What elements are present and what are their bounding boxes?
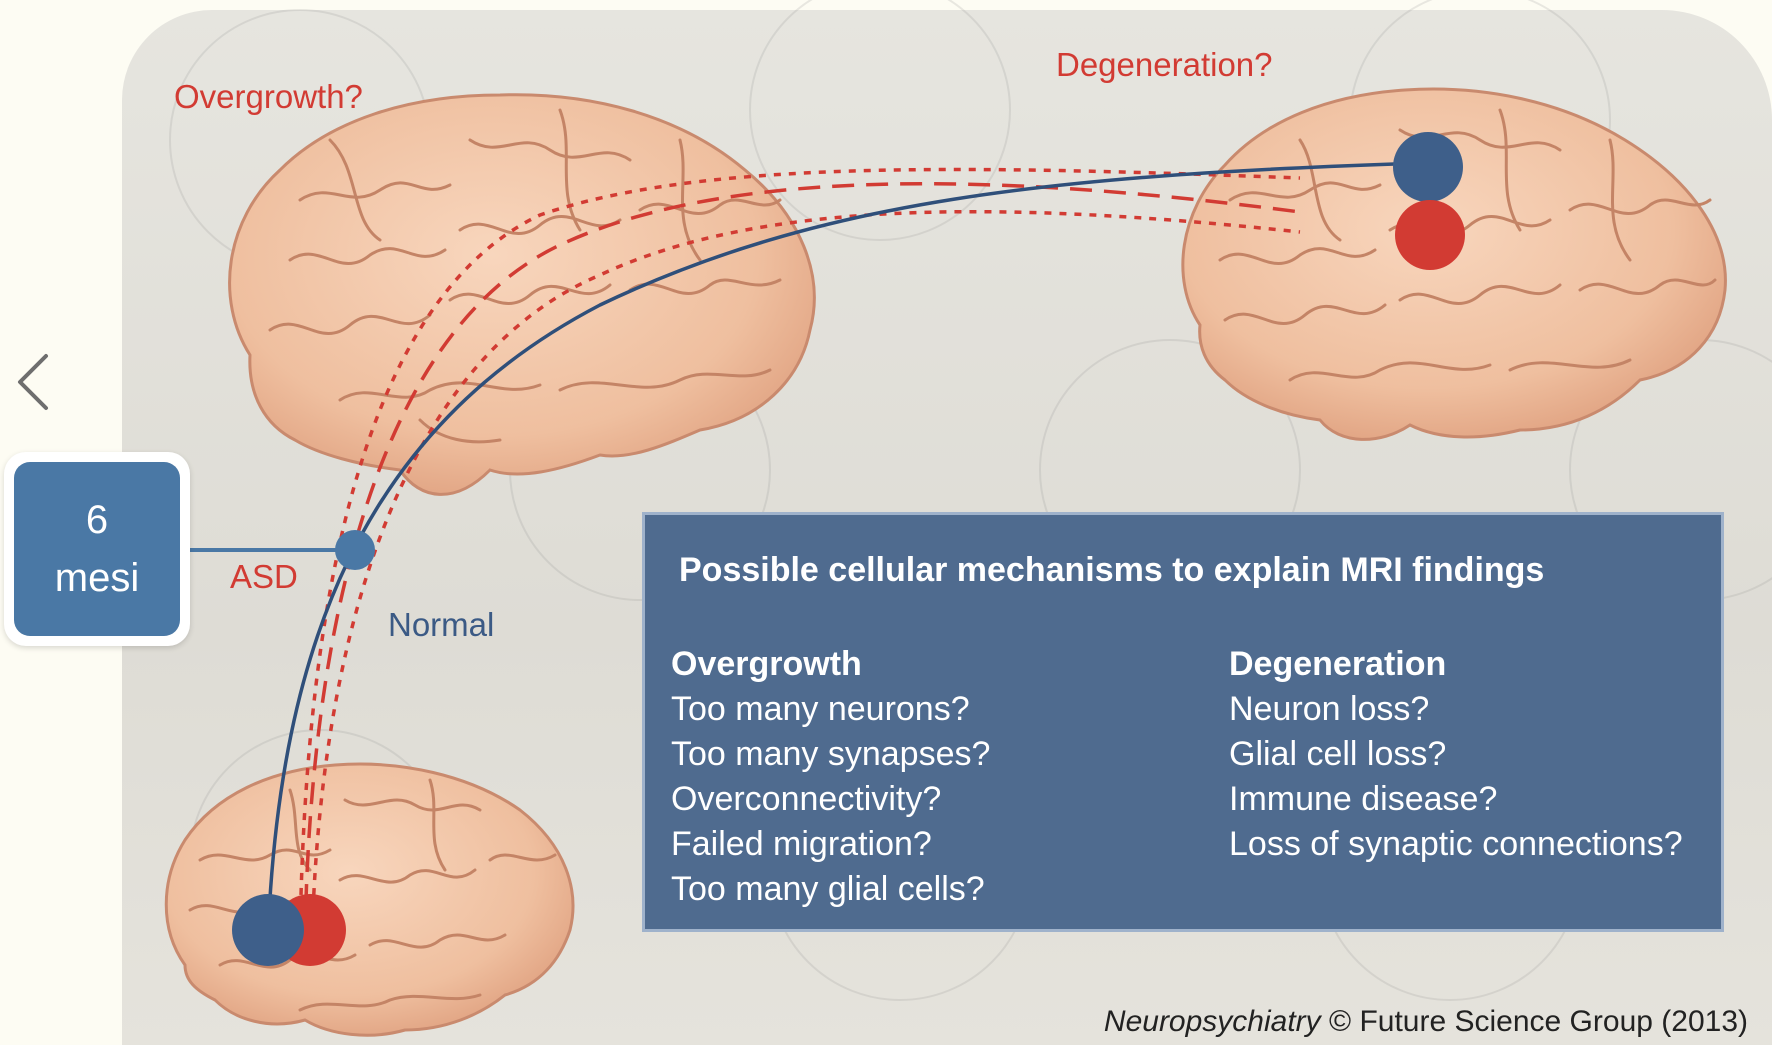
list-item: Loss of synaptic connections? <box>1229 822 1683 867</box>
mechanisms-box: Possible cellular mechanisms to explain … <box>642 512 1724 932</box>
normal-label: Normal <box>388 606 494 644</box>
list-item: Overconnectivity? <box>671 777 990 822</box>
journal-name: Neuropsychiatry <box>1104 1005 1321 1038</box>
degeneration-column: Degeneration Neuron loss? Glial cell los… <box>1229 642 1683 867</box>
six-months-word: mesi <box>55 549 139 607</box>
six-months-number: 6 <box>86 491 108 549</box>
six-months-box: 6 mesi <box>4 452 190 646</box>
overgrowth-heading: Overgrowth <box>671 642 990 687</box>
list-item: Neuron loss? <box>1229 687 1683 732</box>
overgrowth-column: Overgrowth Too many neurons? Too many sy… <box>671 642 990 912</box>
list-item: Too many synapses? <box>671 732 990 777</box>
degeneration-label: Degeneration? <box>1056 46 1273 84</box>
mechanisms-title: Possible cellular mechanisms to explain … <box>679 551 1544 590</box>
normal-top-circle <box>1393 132 1463 202</box>
brain-icon <box>166 764 573 1035</box>
brain-icon <box>1183 89 1726 439</box>
overgrowth-label: Overgrowth? <box>174 78 363 116</box>
six-months-marker <box>335 530 375 570</box>
brain-icon <box>230 95 815 495</box>
chevron-left-icon[interactable] <box>14 352 52 412</box>
degeneration-heading: Degeneration <box>1229 642 1683 687</box>
list-item: Glial cell loss? <box>1229 732 1683 777</box>
list-item: Failed migration? <box>671 822 990 867</box>
source-credit: Neuropsychiatry © Future Science Group (… <box>1104 1005 1748 1039</box>
list-item: Too many neurons? <box>671 687 990 732</box>
normal-bottom-circle <box>232 894 304 966</box>
asd-label: ASD <box>230 558 298 596</box>
asd-top-circle <box>1395 200 1465 270</box>
list-item: Immune disease? <box>1229 777 1683 822</box>
list-item: Too many glial cells? <box>671 867 990 912</box>
copyright-text: © Future Science Group (2013) <box>1329 1005 1748 1038</box>
